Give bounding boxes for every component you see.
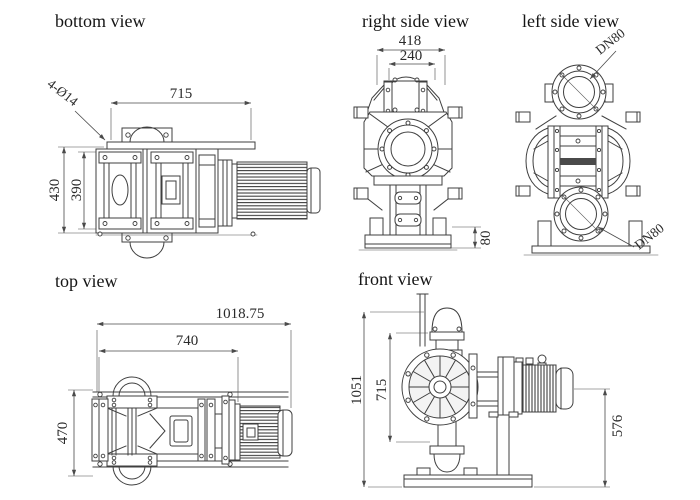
front-view: front view [349,269,626,488]
left-side-view: left side view [515,11,667,256]
right-side-view-linework [353,76,463,251]
top-view-linework [91,376,293,486]
dim-front-height-overall: 1051 [349,375,365,405]
dim-front-height-pump: 715 [374,379,390,402]
dim-right-width-inner: 240 [400,48,423,64]
dim-bottom-mounting-holes: 4-Ø14 [45,76,82,109]
top-view: top view [55,271,293,486]
bottom-view-dimensions: 715 430 390 4-Ø14 [45,76,252,234]
right-side-view-title: right side view [362,11,469,31]
right-side-view: right side view [353,11,494,251]
bottom-view: bottom view [45,11,321,259]
front-view-dimensions: 1051 715 576 [349,311,626,488]
left-side-view-title: left side view [522,11,619,31]
dim-top-width: 470 [55,422,71,445]
left-side-view-linework [515,64,659,256]
dim-bottom-length: 715 [170,86,193,102]
dim-bottom-width-outer: 430 [47,179,63,202]
top-view-title: top view [55,271,118,291]
dim-front-height-motor: 576 [610,414,626,437]
dim-bottom-width-inner: 390 [69,179,85,202]
right-side-view-dimensions: 418 240 80 [376,33,494,249]
dim-right-width-overall: 418 [399,33,422,49]
bottom-view-linework [95,126,321,259]
dim-right-base-height: 80 [478,231,494,246]
front-view-title: front view [358,269,432,289]
bottom-view-title: bottom view [55,11,146,31]
front-view-linework [401,293,574,488]
dim-top-length-pump: 740 [176,333,199,349]
dim-top-length-overall: 1018.75 [216,306,265,322]
top-view-dimensions: 1018.75 740 470 [55,306,292,477]
